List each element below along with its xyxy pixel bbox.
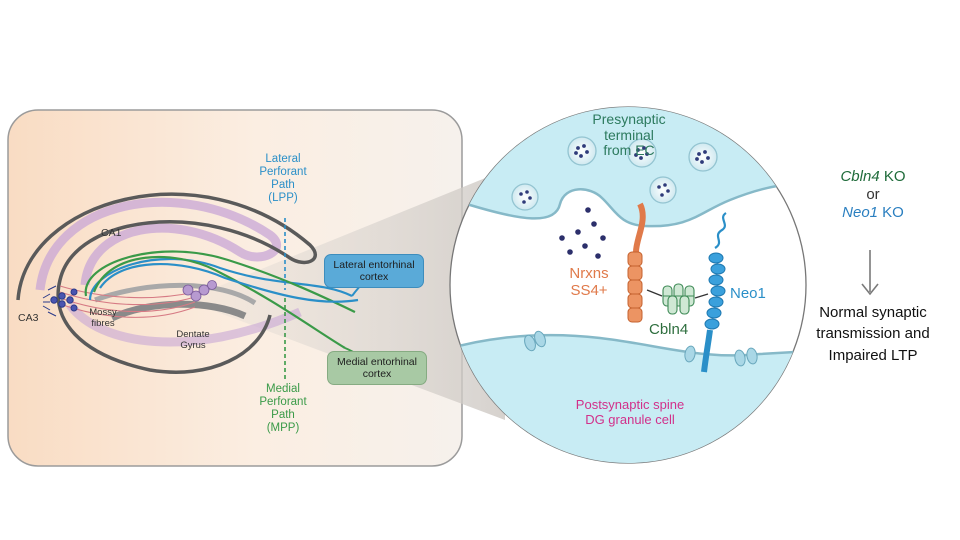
dentate-gyrus-band	[110, 300, 247, 322]
cbln4-label: Cbln4	[649, 321, 689, 338]
or-label: or	[866, 186, 880, 203]
cbln4-ko-label: Cbln4 KO	[840, 168, 906, 185]
neo1-protein	[704, 252, 726, 330]
neurotransmitter-dots	[559, 207, 606, 259]
granule-cells	[182, 280, 217, 302]
cbln4-neo1-arrow	[694, 293, 709, 299]
ca3-band	[66, 302, 302, 347]
outcome-panel: Cbln4 KO or Neo1 KO Normal synaptic tran…	[788, 168, 958, 366]
vesicle-icon	[511, 136, 718, 211]
hippocampus-outline	[16, 192, 317, 374]
ca3-pyramidal-cells	[42, 285, 78, 317]
nrxns-cbln4-arrow	[646, 289, 663, 297]
nrxns-stalk	[633, 202, 646, 253]
ca1-label: CA1	[101, 227, 122, 239]
ca3-label: CA3	[18, 312, 39, 324]
neo1-tail	[714, 212, 727, 249]
neo1-ko-label: Neo1 KO	[842, 204, 904, 221]
arrow-down-icon-head	[861, 283, 879, 296]
postsynaptic-receptors	[524, 330, 758, 367]
nrxns-protein	[627, 251, 643, 323]
neo1-label: Neo1	[730, 285, 766, 302]
perforant-fibres	[84, 250, 359, 349]
outcome-result-label: Normal synaptic transmission and Impaire…	[816, 304, 930, 364]
vesicle-contents	[519, 144, 710, 204]
dentate-gyrus-band-inner	[94, 282, 257, 306]
neo1-stalk	[701, 329, 713, 373]
